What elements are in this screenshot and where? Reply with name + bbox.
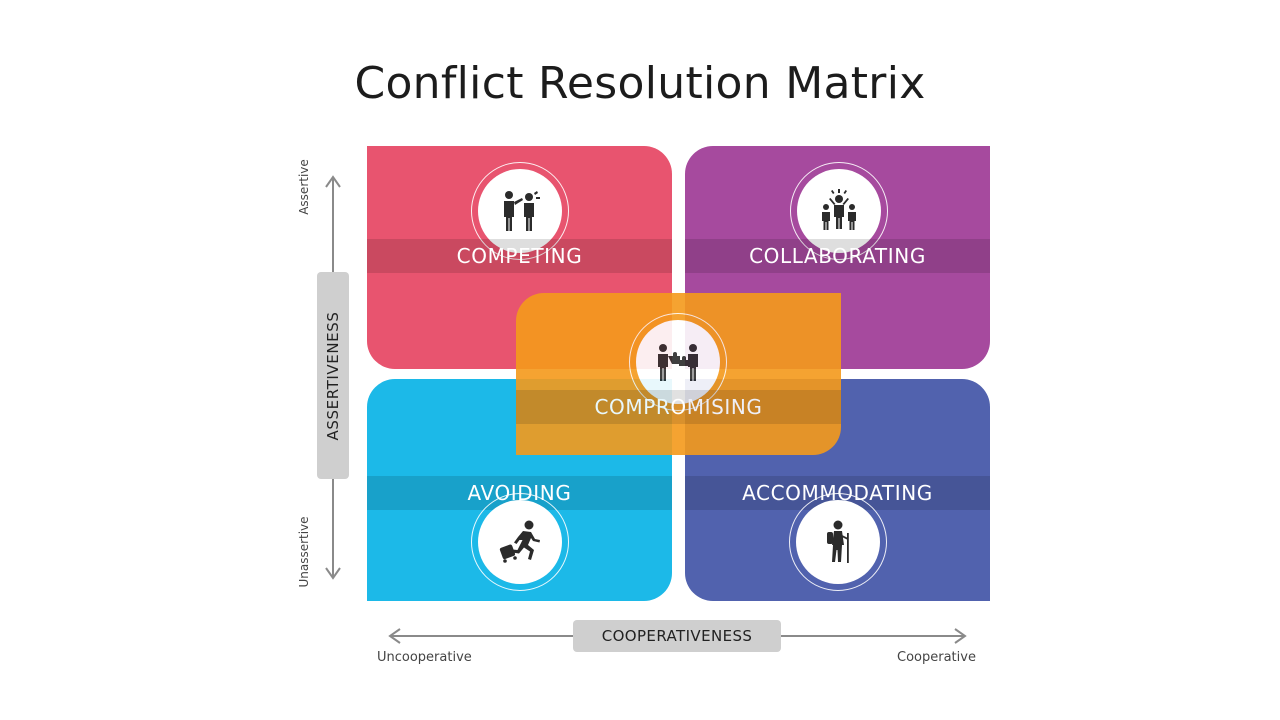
competing-icon-ring [471, 162, 569, 260]
page-title: Conflict Resolution Matrix [354, 58, 926, 109]
avoiding-icon-ring [471, 493, 569, 591]
collaborating-icon-ring [790, 162, 888, 260]
compromising-icon-ring [629, 313, 727, 411]
compromising-label: COMPROMISING [516, 390, 841, 424]
accommodating-icon-ring [789, 493, 887, 591]
cooperative-label: Cooperative [897, 650, 976, 665]
arguing-people-icon [504, 191, 540, 231]
uncooperative-label: Uncooperative [377, 650, 472, 665]
assertiveness-axis-title: ASSERTIVENESS [317, 272, 349, 479]
compromising-icon-circle [636, 320, 720, 404]
puzzle-handshake-icon [658, 344, 698, 381]
arrow-up-icon [325, 175, 341, 188]
collaborating-icon-circle [797, 169, 881, 253]
unassertive-label: Unassertive [297, 516, 311, 588]
quadrant-compromising: COMPROMISING [516, 293, 841, 455]
assertive-label: Assertive [297, 159, 311, 215]
team-celebration-icon [822, 189, 856, 230]
accommodating-icon-circle [796, 500, 880, 584]
competing-label: COMPETING [367, 239, 672, 273]
avoiding-icon-circle [478, 500, 562, 584]
hiker-icon [827, 520, 849, 563]
arrow-right-icon [954, 628, 967, 644]
competing-icon-circle [478, 169, 562, 253]
assertiveness-axis-text: ASSERTIVENESS [324, 311, 342, 440]
arrow-down-icon [325, 567, 341, 580]
collaborating-label: COLLABORATING [685, 239, 990, 273]
arrow-left-icon [388, 628, 401, 644]
cooperativeness-axis-title: COOPERATIVENESS [573, 620, 781, 652]
running-with-luggage-icon [499, 520, 540, 563]
